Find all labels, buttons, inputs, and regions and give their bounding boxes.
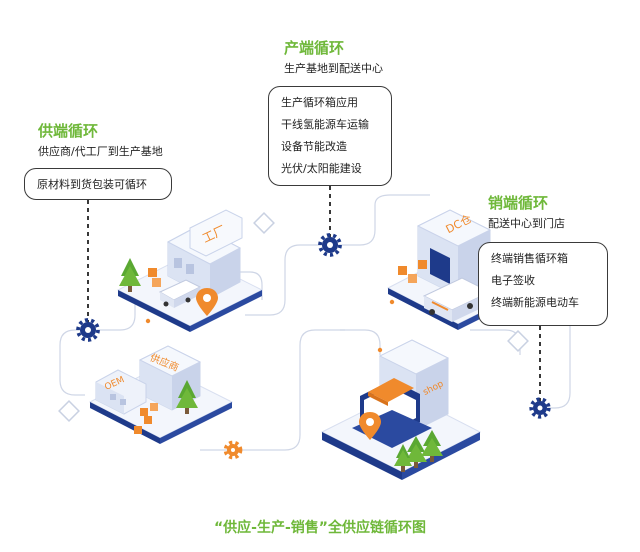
gear-icon	[529, 397, 551, 419]
diamond-markers	[58, 212, 529, 422]
factory-building: 工厂	[116, 209, 264, 332]
tree-icon	[176, 380, 198, 414]
location-pin-icon	[359, 412, 381, 440]
sales-cycle-title: 销端循环	[488, 194, 549, 212]
box-icon	[134, 403, 158, 434]
box-icon	[398, 260, 427, 283]
supply-item: 原材料到货包装可循环	[37, 178, 147, 191]
dc-warehouse: DC仓	[386, 209, 532, 330]
diagram-caption: “供应-生产-销售”全供应链循环图	[213, 520, 427, 536]
sales-item: 终端销售循环箱	[491, 252, 568, 265]
supplier-building: 供应商 OEM	[88, 345, 234, 444]
gear-icon	[318, 233, 342, 257]
sales-item: 终端新能源电动车	[491, 296, 579, 309]
production-cycle-title: 产端循环	[284, 39, 345, 57]
tree-icon	[119, 258, 141, 292]
shop-building: shop	[320, 339, 482, 480]
dashed-connectors	[87, 186, 541, 403]
production-cycle-subtitle: 生产基地到配送中心	[284, 62, 383, 75]
supply-cycle-card: 原材料到货包装可循环	[24, 168, 172, 200]
sales-item: 电子签收	[491, 274, 535, 287]
route-lines	[59, 194, 571, 451]
production-item: 设备节能改造	[281, 140, 347, 153]
box-icon	[148, 268, 161, 287]
truck-icon	[158, 279, 202, 308]
production-item: 干线氢能源车运输	[281, 118, 369, 131]
sales-cycle-card: 终端销售循环箱 电子签收 终端新能源电动车	[478, 242, 608, 326]
tree-icon	[394, 430, 443, 472]
location-pin-icon	[196, 288, 218, 316]
production-item: 生产循环箱应用	[281, 96, 358, 109]
production-cycle-card: 生产循环箱应用 干线氢能源车运输 设备节能改造 光伏/太阳能建设	[268, 86, 392, 186]
sales-cycle-subtitle: 配送中心到门店	[488, 217, 565, 230]
supply-cycle-subtitle: 供应商/代工厂到生产基地	[38, 145, 163, 158]
supply-cycle-title: 供端循环	[38, 122, 99, 140]
gear-icon	[223, 440, 243, 460]
production-item: 光伏/太阳能建设	[281, 162, 362, 175]
gear-icon	[76, 318, 100, 342]
